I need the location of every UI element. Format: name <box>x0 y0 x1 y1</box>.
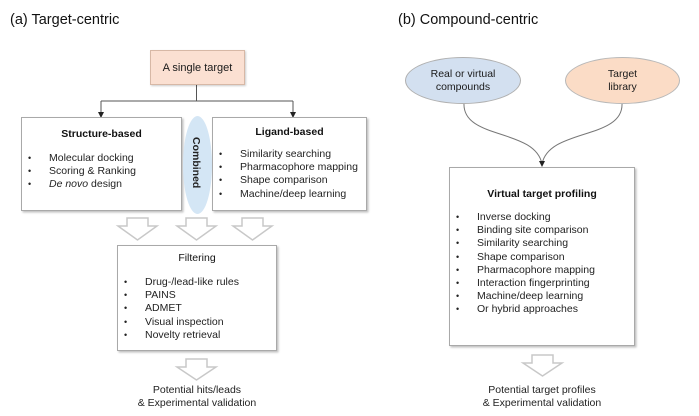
list-item: Drug-/lead-like rules <box>118 276 276 289</box>
compounds-line2: compounds <box>435 80 491 93</box>
single-target-box: A single target <box>150 50 245 85</box>
hollow-arrow-structure <box>115 217 160 241</box>
list-item: Similarity searching <box>213 148 366 161</box>
filtering-box: Filtering Drug-/lead-like rules PAINS AD… <box>117 245 277 351</box>
target-library-ellipse: Target library <box>565 57 680 104</box>
single-target-label: A single target <box>162 61 233 74</box>
library-line1: Target <box>607 67 638 80</box>
list-item-rest: design <box>88 178 122 191</box>
panel-a-outcome-line1: Potential hits/leads <box>152 384 242 396</box>
filtering-list: Drug-/lead-like rules PAINS ADMET Visual… <box>118 276 276 342</box>
panel-a-outcome: Potential hits/leads & Experimental vali… <box>117 384 277 410</box>
list-item: Pharmacophore mapping <box>450 264 634 277</box>
list-item-italic: De novo <box>49 178 89 191</box>
ligand-based-list: Similarity searching Pharmacophore mappi… <box>213 148 366 201</box>
compounds-ellipse: Real or virtual compounds <box>405 57 521 104</box>
list-item: Molecular docking <box>22 152 181 165</box>
profiling-list: Inverse docking Binding site comparison … <box>450 211 634 317</box>
panel-b-outcome-line2: & Experimental validation <box>482 397 602 409</box>
list-item: Machine/deep learning <box>450 290 634 303</box>
hollow-arrow-combined <box>174 217 219 241</box>
panel-b-outcome: Potential target profiles & Experimental… <box>449 384 635 410</box>
list-item: Shape comparison <box>450 251 634 264</box>
hollow-arrow-ligand <box>230 217 275 241</box>
structure-based-box: Structure-based Molecular docking Scorin… <box>21 117 182 211</box>
hollow-arrow-filtering-out <box>174 358 219 381</box>
curve-compounds-to-profiling <box>463 102 543 165</box>
list-item: Binding site comparison <box>450 224 634 237</box>
curve-library-to-profiling <box>541 102 623 165</box>
list-item: Visual inspection <box>118 316 276 329</box>
arrow-head-profiling <box>539 161 545 167</box>
list-item: Or hybrid approaches <box>450 303 634 316</box>
list-item: Pharmacophore mapping <box>213 161 366 174</box>
list-item: PAINS <box>118 289 276 302</box>
list-item: Machine/deep learning <box>213 188 366 201</box>
combined-label: Combined <box>190 137 202 189</box>
list-item: ADMET <box>118 302 276 315</box>
panel-a-title: (a) Target-centric <box>10 12 120 28</box>
ligand-based-title: Ligand-based <box>255 126 324 138</box>
list-item: Novelty retrieval <box>118 329 276 342</box>
structure-based-title: Structure-based <box>61 128 142 140</box>
panel-b-outcome-line1: Potential target profiles <box>488 384 596 396</box>
list-item: De novo design <box>22 178 181 191</box>
hollow-arrow-profiling-out <box>520 354 565 377</box>
profiling-title: Virtual target profiling <box>487 188 597 200</box>
list-item: Scoring & Ranking <box>22 165 181 178</box>
list-item: Interaction fingerprinting <box>450 277 634 290</box>
library-line2: library <box>608 80 637 93</box>
list-item: Similarity searching <box>450 237 634 250</box>
filtering-title: Filtering <box>178 252 216 264</box>
list-item: Shape comparison <box>213 174 366 187</box>
compounds-line1: Real or virtual <box>430 67 496 80</box>
list-item: Inverse docking <box>450 211 634 224</box>
ligand-based-box: Ligand-based Similarity searching Pharma… <box>212 117 367 211</box>
structure-based-list: Molecular docking Scoring & Ranking De n… <box>22 152 181 192</box>
panel-a-outcome-line2: & Experimental validation <box>137 397 257 409</box>
combined-ellipse <box>183 116 212 214</box>
virtual-target-profiling-box: Virtual target profiling Inverse docking… <box>449 167 635 346</box>
panel-b-title: (b) Compound-centric <box>398 12 539 28</box>
